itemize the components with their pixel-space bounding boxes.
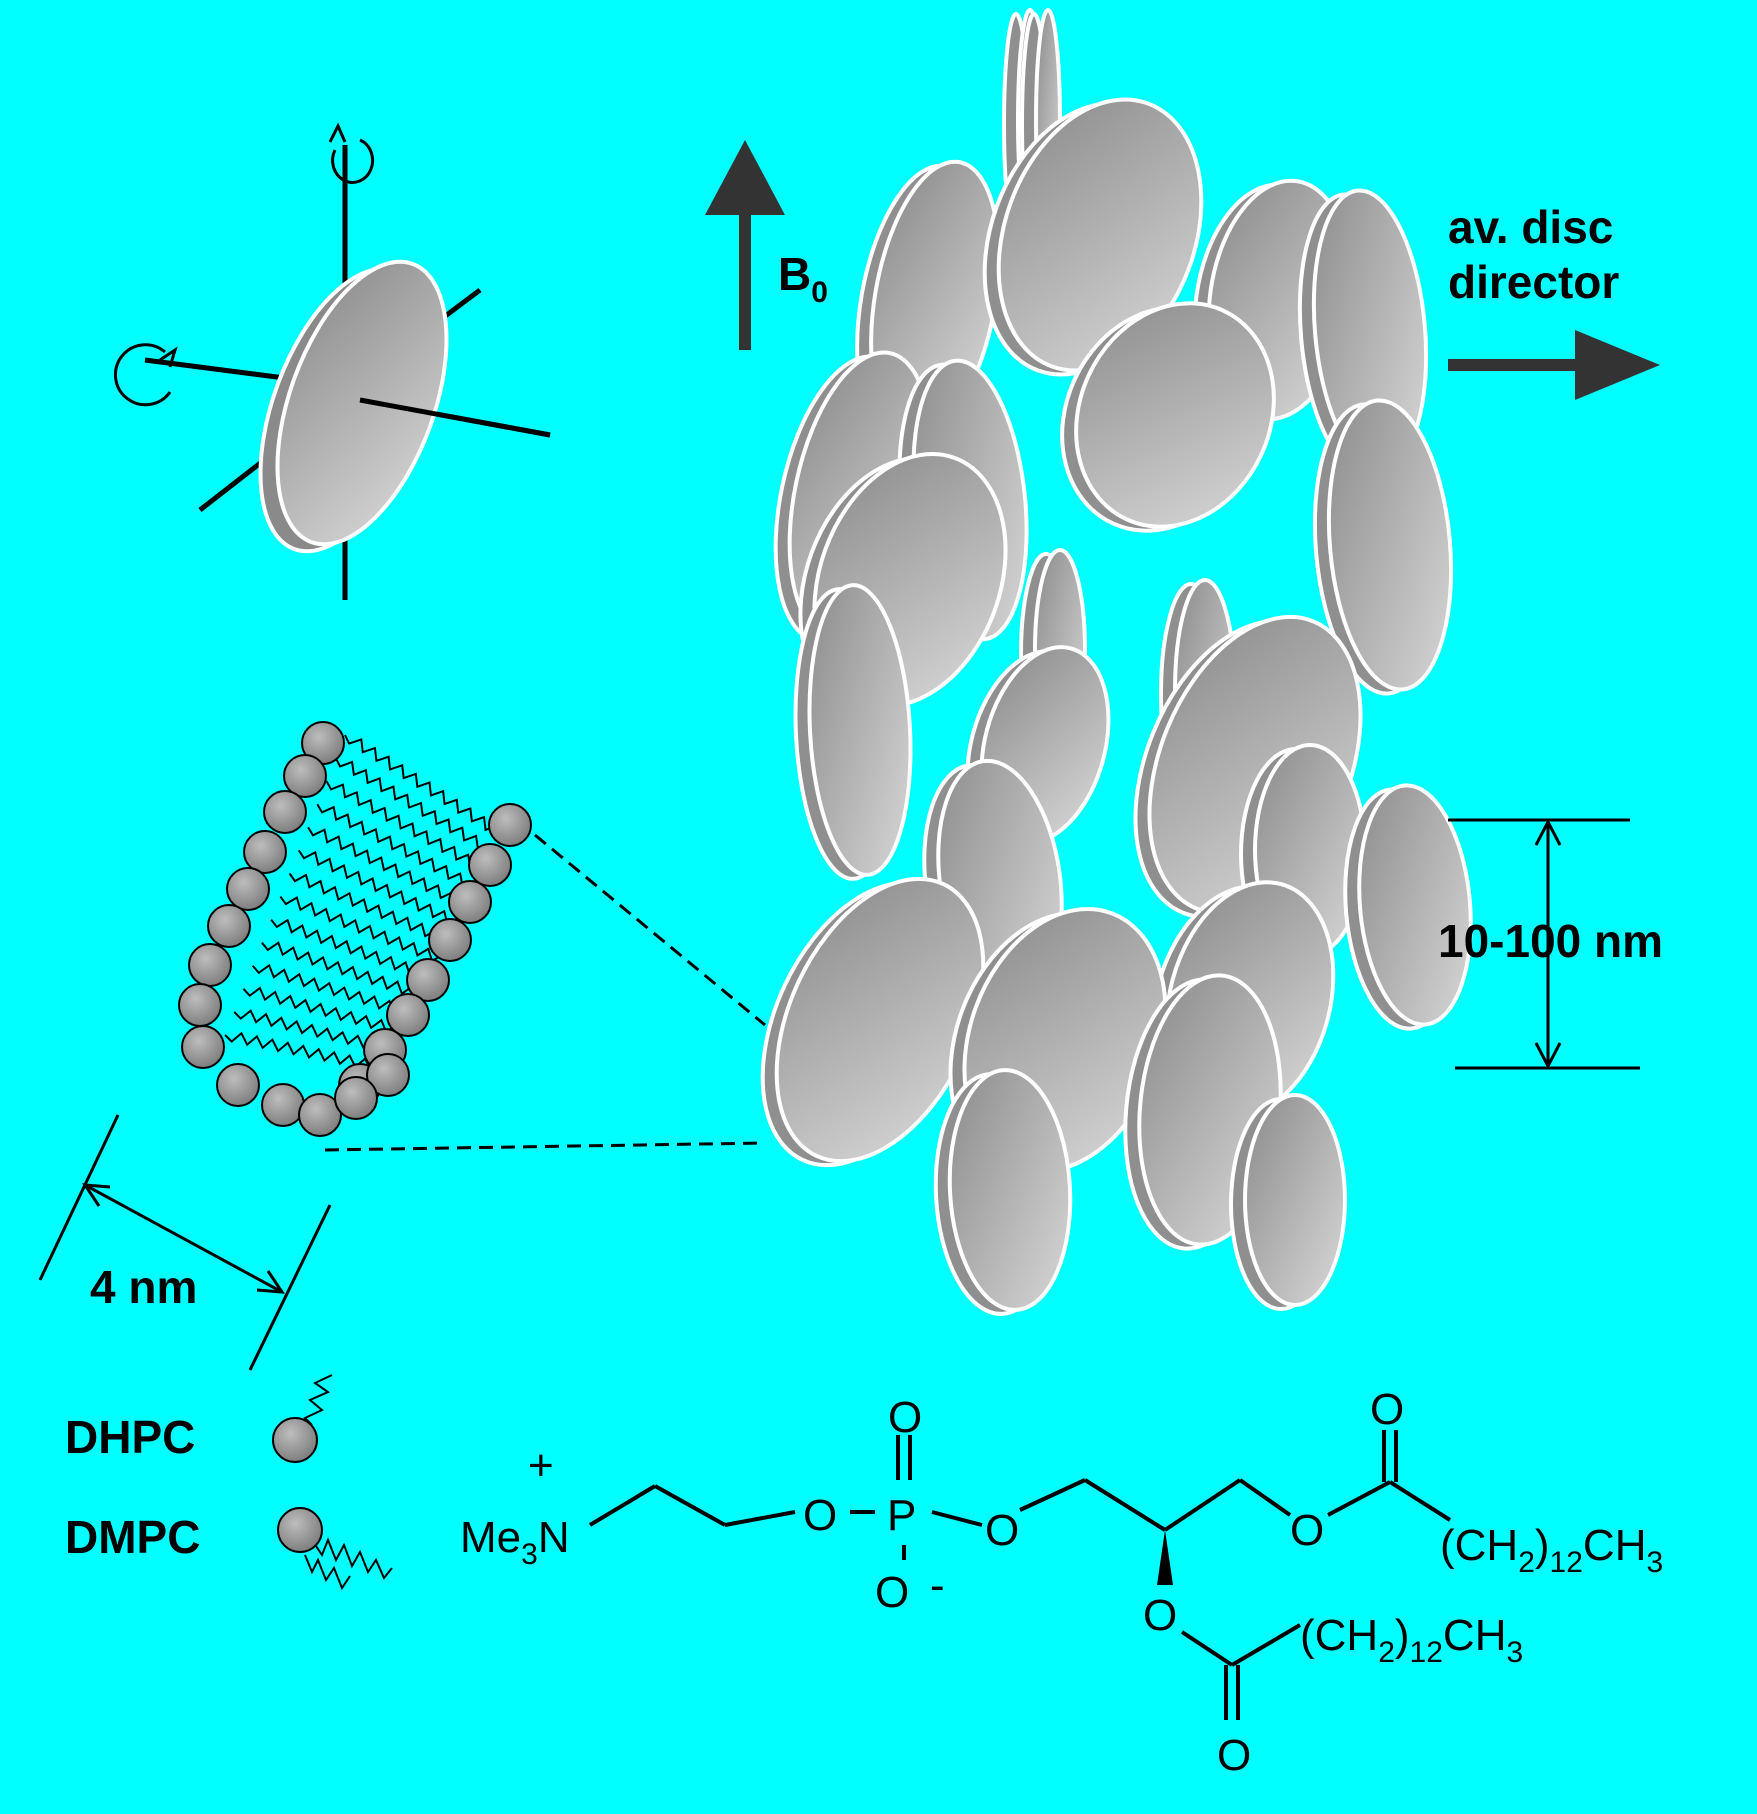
lipid-tail <box>334 757 491 851</box>
lipid-tail <box>279 895 444 963</box>
arrowhead-up-icon <box>1534 818 1562 846</box>
lipid-head <box>226 867 270 911</box>
lipid-tail <box>316 803 475 888</box>
director-label-line2: director <box>1448 256 1619 308</box>
dhpc-icon <box>272 1374 333 1463</box>
lipid-tail <box>270 918 436 982</box>
axis-line <box>359 397 551 438</box>
rotation-arrow-icon <box>328 122 347 143</box>
arrowhead-right-icon <box>1575 330 1660 400</box>
acyl-chain-2: (CH2)12CH3 <box>1300 1611 1523 1669</box>
rotation-arrow-icon <box>331 138 375 184</box>
legend-dhpc-label: DHPC <box>65 1411 195 1463</box>
dmpc-chemical-structure <box>588 1430 1452 1720</box>
lipid-head <box>216 1063 260 1107</box>
rotation-arrow-icon <box>113 343 172 407</box>
dimension-4nm <box>38 1114 332 1371</box>
disc <box>1060 301 1276 533</box>
oxygen-atom: O <box>1217 1731 1251 1780</box>
oxygen-atom: O <box>888 1393 922 1442</box>
lipid-tail <box>242 986 413 1038</box>
arrowhead-icon <box>256 1270 285 1294</box>
lipid-head <box>406 958 450 1002</box>
size-small-label: 4 nm <box>90 1261 197 1313</box>
lipid-head <box>283 754 327 798</box>
lipid-head <box>188 943 232 987</box>
lipid-head <box>386 993 430 1037</box>
lipid-tail <box>325 780 483 869</box>
axis-line <box>144 357 301 383</box>
oxygen-atom: O <box>1370 1385 1404 1434</box>
bicelle-cross-section <box>178 721 532 1137</box>
disc <box>1343 783 1473 1031</box>
disc <box>1312 398 1454 696</box>
b0-field-arrow <box>705 140 785 350</box>
oxygen-atom: O <box>1143 1591 1177 1640</box>
b0-label: B0 <box>778 248 828 309</box>
lipid-head <box>243 830 287 874</box>
disc <box>793 583 913 881</box>
rotation-arrow-icon <box>159 346 178 368</box>
lipid-tail <box>288 872 452 944</box>
legend-dmpc-label: DMPC <box>65 1511 200 1563</box>
lipid-head <box>207 904 251 948</box>
charge-plus: + <box>528 1441 554 1490</box>
lipid-head <box>488 803 532 847</box>
lipid-head <box>261 1083 305 1127</box>
me3n-group: Me3N <box>460 1513 570 1571</box>
arrowhead-down-icon <box>1534 1042 1562 1070</box>
dmpc-icon <box>277 1507 393 1591</box>
lipid-head <box>366 1053 410 1097</box>
director-arrow <box>1448 330 1660 400</box>
lipid-head <box>448 880 492 924</box>
lipid-head <box>298 1093 342 1137</box>
lipid-head <box>428 918 472 962</box>
zoom-guide-line <box>324 1141 766 1152</box>
oxygen-atom: O <box>875 1568 909 1617</box>
lipid-tail <box>261 941 428 1001</box>
size-large-label: 10-100 nm <box>1438 915 1663 967</box>
disc-stack <box>760 8 1473 1316</box>
oxygen-atom: O <box>803 1491 837 1540</box>
oxygen-atom: O <box>1290 1506 1324 1555</box>
acyl-chain-1: (CH2)12CH3 <box>1440 1521 1663 1579</box>
oxygen-atom: O <box>985 1506 1019 1555</box>
lipid-tail <box>344 734 498 832</box>
disc <box>982 97 1204 377</box>
phosphorus-atom: P <box>887 1491 916 1540</box>
arrowhead-up-icon <box>705 140 785 215</box>
disc-front <box>275 259 449 547</box>
lipid-head <box>181 1025 225 1069</box>
director-label-line1: av. disc <box>1448 201 1613 253</box>
lipid-head <box>334 1076 378 1120</box>
dimension-10-100nm <box>1448 818 1640 1070</box>
disc <box>1229 1093 1347 1311</box>
lipid-tail <box>307 826 467 907</box>
minus-charge: - <box>930 1561 945 1610</box>
lipid-head <box>468 843 512 887</box>
lipid-tail <box>298 849 460 926</box>
disc <box>760 876 986 1168</box>
lipid-head <box>263 790 307 834</box>
lipid-head <box>178 983 222 1027</box>
zoom-guide-line <box>534 833 766 1027</box>
disc <box>933 1068 1073 1316</box>
arrowhead-icon <box>82 1183 111 1207</box>
rotating-disc-illustration <box>113 122 551 600</box>
